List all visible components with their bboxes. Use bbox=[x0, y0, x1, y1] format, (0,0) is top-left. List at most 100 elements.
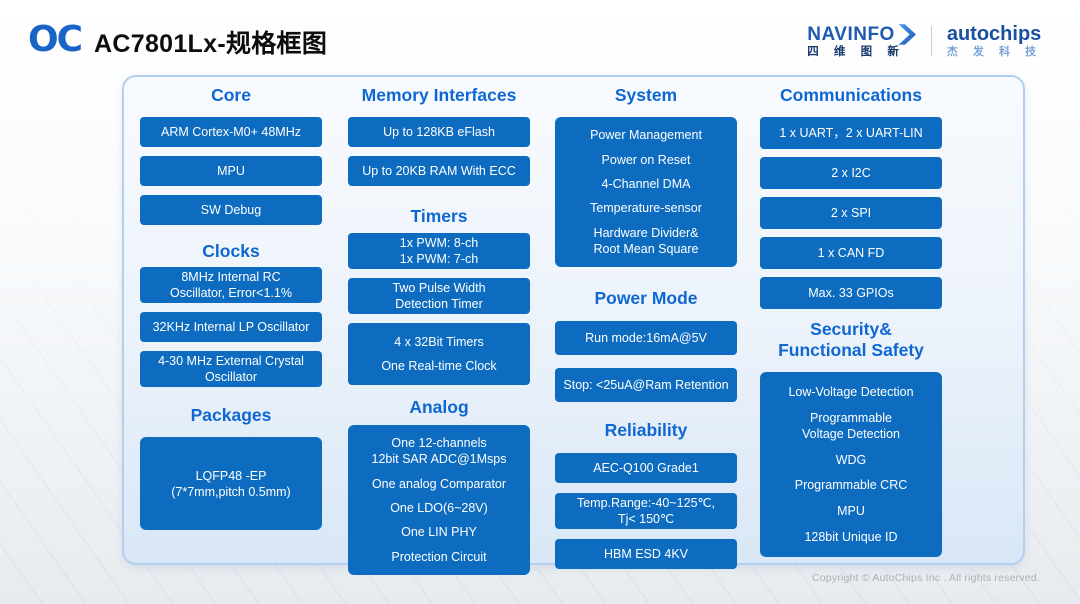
section-heading-reliability: Reliability bbox=[604, 420, 688, 440]
spec-box-line: 1 x CAN FD bbox=[817, 246, 885, 260]
page-title: AC7801Lx-规格框图 bbox=[94, 30, 328, 58]
spec-box-32bit-timers-rtc: 4 x 32Bit Timers One Real-time Clock bbox=[348, 323, 530, 385]
spec-box-line: Detection Timer bbox=[395, 297, 483, 311]
spec-box-line: SW Debug bbox=[200, 203, 262, 217]
chevron-arrow-icon bbox=[898, 24, 916, 45]
spec-box-line: 4-30 MHz External Crystal bbox=[158, 354, 304, 368]
spec-item-adc: One 12-channels 12bit SAR ADC@1Msps bbox=[372, 435, 507, 467]
spec-box-mpu: MPU bbox=[140, 156, 322, 186]
spec-item-lvd: Low-Voltage Detection bbox=[788, 384, 914, 399]
navinfo-wordmark: NAVINFO bbox=[807, 24, 895, 45]
spec-box-line: AEC-Q100 Grade1 bbox=[593, 461, 699, 475]
spec-box-pwm: 1x PWM: 8-ch 1x PWM: 7-ch bbox=[348, 233, 530, 269]
section-heading-communications: Communications bbox=[780, 85, 922, 105]
spec-box-line: 12bit SAR ADC@1Msps bbox=[371, 452, 507, 467]
spec-item-pvd: Programmable Voltage Detection bbox=[802, 410, 900, 442]
spec-box-line: Up to 128KB eFlash bbox=[383, 125, 495, 139]
spec-item-comparator: One analog Comparator bbox=[371, 476, 507, 491]
spec-box-line: Hardware Divider& bbox=[593, 225, 699, 240]
section-heading-security: Security& Functional Safety bbox=[760, 319, 942, 361]
spec-item-lin-phy: One LIN PHY bbox=[401, 525, 477, 540]
spec-box-ram: Up to 20KB RAM With ECC bbox=[348, 156, 530, 186]
spec-box-line: Run mode:16mA@5V bbox=[585, 331, 707, 345]
spec-item-crc: Programmable CRC bbox=[794, 478, 908, 493]
section-heading-system: System bbox=[614, 85, 678, 105]
spec-box-line: 1x PWM: 8-ch bbox=[399, 236, 479, 250]
spec-box-line: Programmable bbox=[810, 410, 892, 425]
spec-box-line: HBM ESD 4KV bbox=[603, 547, 689, 561]
section-heading-power-mode: Power Mode bbox=[594, 288, 698, 308]
spec-box-line: MPU bbox=[217, 164, 245, 178]
autochips-logo: autochips 杰 发 科 技 bbox=[947, 24, 1042, 58]
section-heading-clocks: Clocks bbox=[202, 241, 260, 261]
spec-box-line: Root Mean Square bbox=[593, 241, 699, 256]
spec-panel: Core ARM Cortex-M0+ 48MHz MPU SW Debug C… bbox=[122, 75, 1025, 575]
spec-box-pulse-width-timer: Two Pulse Width Detection Timer bbox=[348, 278, 530, 314]
spec-box-line: 4 x 32Bit Timers bbox=[394, 334, 484, 349]
spec-box-temp-range: Temp.Range:-40~125℃, Tj< 150℃ bbox=[555, 493, 737, 529]
logo-divider bbox=[930, 26, 932, 57]
navinfo-logo: NAVINFO 四 维 图 新 bbox=[807, 24, 916, 59]
footer-copyright: Copyright © AutoChips Inc . All rights r… bbox=[811, 572, 1040, 584]
spec-box-stop-mode: Stop: <25uA@Ram Retention bbox=[555, 368, 737, 402]
spec-item-dma: 4-Channel DMA bbox=[601, 176, 691, 191]
spec-item-wdg: WDG bbox=[835, 452, 867, 467]
spec-box-line: Temp.Range:-40~125℃, bbox=[576, 496, 716, 510]
spec-box-security: Low-Voltage Detection Programmable Volta… bbox=[760, 372, 942, 557]
spec-box-can-fd: 1 x CAN FD bbox=[760, 237, 942, 269]
spec-box-package: LQFP48 -EP (7*7mm,pitch 0.5mm) bbox=[140, 437, 322, 530]
spec-item-unique-id: 128bit Unique ID bbox=[804, 530, 898, 545]
spec-box-lp-oscillator: 32KHz Internal LP Oscillator bbox=[140, 312, 322, 342]
section-heading-timers: Timers bbox=[410, 206, 468, 226]
spec-box-line: Voltage Detection bbox=[802, 426, 900, 441]
spec-box-line: 1 x UART，2 x UART-LIN bbox=[779, 126, 923, 140]
spec-box-line: 8MHz Internal RC bbox=[181, 270, 281, 284]
spec-box-line: One Real-time Clock bbox=[381, 359, 497, 374]
spec-box-line: Oscillator, Error<1.1% bbox=[170, 286, 292, 300]
spec-box-uart: 1 x UART，2 x UART-LIN bbox=[760, 117, 942, 149]
column-memory: Memory Interfaces Up to 128KB eFlash Up … bbox=[348, 77, 530, 584]
navinfo-wordmark-row: NAVINFO bbox=[807, 24, 916, 45]
page-header: OC AC7801Lx-规格框图 bbox=[28, 22, 327, 62]
spec-box-line: LQFP48 -EP bbox=[195, 468, 267, 483]
column-core: Core ARM Cortex-M0+ 48MHz MPU SW Debug C… bbox=[140, 77, 322, 539]
spec-item-power-management: Power Management bbox=[590, 128, 702, 143]
spec-box-line: 2 x I2C bbox=[831, 166, 871, 180]
column-system: System Power Management Power on Reset 4… bbox=[555, 77, 737, 578]
spec-box-line: Oscillator bbox=[204, 370, 258, 384]
brand-logos: NAVINFO 四 维 图 新 autochips 杰 发 科 技 bbox=[807, 24, 1042, 59]
section-heading-analog: Analog bbox=[409, 397, 469, 417]
section-heading-packages: Packages bbox=[190, 405, 272, 425]
spec-box-line: Stop: <25uA@Ram Retention bbox=[563, 378, 729, 392]
spec-box-sw-debug: SW Debug bbox=[140, 195, 322, 225]
section-heading-line: Security& bbox=[810, 319, 892, 339]
spec-box-line: (7*7mm,pitch 0.5mm) bbox=[171, 484, 291, 499]
autochips-wordmark: autochips bbox=[946, 23, 1042, 46]
section-heading-line: Functional Safety bbox=[778, 340, 924, 360]
spec-box-line: 2 x SPI bbox=[830, 206, 872, 220]
oc-logo-icon: OC bbox=[28, 19, 83, 60]
spec-box-arm-core: ARM Cortex-M0+ 48MHz bbox=[140, 117, 322, 147]
spec-box-run-mode: Run mode:16mA@5V bbox=[555, 321, 737, 355]
section-heading-core: Core bbox=[211, 85, 251, 105]
spec-box-line: Two Pulse Width bbox=[392, 281, 486, 295]
spec-item-power-on-reset: Power on Reset bbox=[601, 152, 691, 167]
spec-box-gpio: Max. 33 GPIOs bbox=[760, 277, 942, 309]
spec-box-spi: 2 x SPI bbox=[760, 197, 942, 229]
spec-item-ldo: One LDO(6~28V) bbox=[390, 500, 488, 515]
column-communications: Communications 1 x UART，2 x UART-LIN 2 x… bbox=[760, 77, 942, 566]
spec-box-line: 32KHz Internal LP Oscillator bbox=[152, 320, 310, 334]
spec-box-crystal-oscillator: 4-30 MHz External Crystal Oscillator bbox=[140, 351, 322, 387]
spec-box-aec-q100: AEC-Q100 Grade1 bbox=[555, 453, 737, 483]
spec-box-line: Up to 20KB RAM With ECC bbox=[362, 164, 516, 178]
spec-box-eflash: Up to 128KB eFlash bbox=[348, 117, 530, 147]
spec-item-temperature-sensor: Temperature-sensor bbox=[590, 201, 702, 216]
spec-item-hardware-divider: Hardware Divider& Root Mean Square bbox=[594, 225, 699, 257]
autochips-chinese-name: 杰 发 科 技 bbox=[946, 46, 1042, 59]
spec-box-hbm-esd: HBM ESD 4KV bbox=[555, 539, 737, 569]
spec-box-system: Power Management Power on Reset 4-Channe… bbox=[555, 117, 737, 267]
spec-box-line: Max. 33 GPIOs bbox=[808, 286, 894, 300]
spec-box-line: ARM Cortex-M0+ 48MHz bbox=[161, 125, 301, 139]
spec-box-i2c: 2 x I2C bbox=[760, 157, 942, 189]
spec-box-line: One 12-channels bbox=[391, 436, 487, 451]
